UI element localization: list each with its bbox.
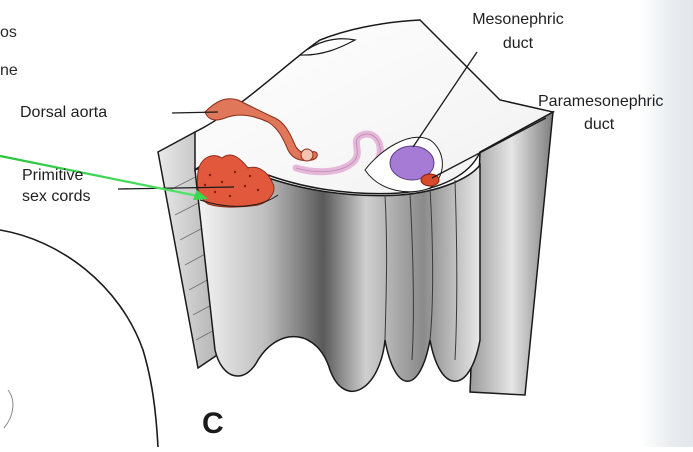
right-body-wall bbox=[470, 112, 553, 395]
aorta-branch bbox=[301, 149, 313, 161]
primitive-sex-cords-label-line2: sex cords bbox=[22, 187, 90, 206]
text-fragment-second: ne bbox=[0, 61, 18, 80]
adjacent-panel-detail bbox=[4, 390, 13, 428]
panel-letter: C bbox=[202, 407, 224, 441]
paramesonephric-duct-label-line2: duct bbox=[584, 115, 614, 134]
page-edge-shadow bbox=[640, 0, 693, 447]
mesonephric-duct-label-line1: Mesonephric bbox=[456, 10, 580, 29]
primitive-sex-cords-label-line1: Primitive bbox=[22, 166, 83, 185]
text-fragment-top: os bbox=[0, 23, 17, 42]
paramesonephric-duct-label-line1: Paramesonephric bbox=[538, 92, 663, 111]
dorsal-aorta-label: Dorsal aorta bbox=[20, 103, 107, 122]
mesonephric-duct-label-line2: duct bbox=[456, 34, 580, 53]
adjacent-panel-outline bbox=[0, 230, 158, 447]
